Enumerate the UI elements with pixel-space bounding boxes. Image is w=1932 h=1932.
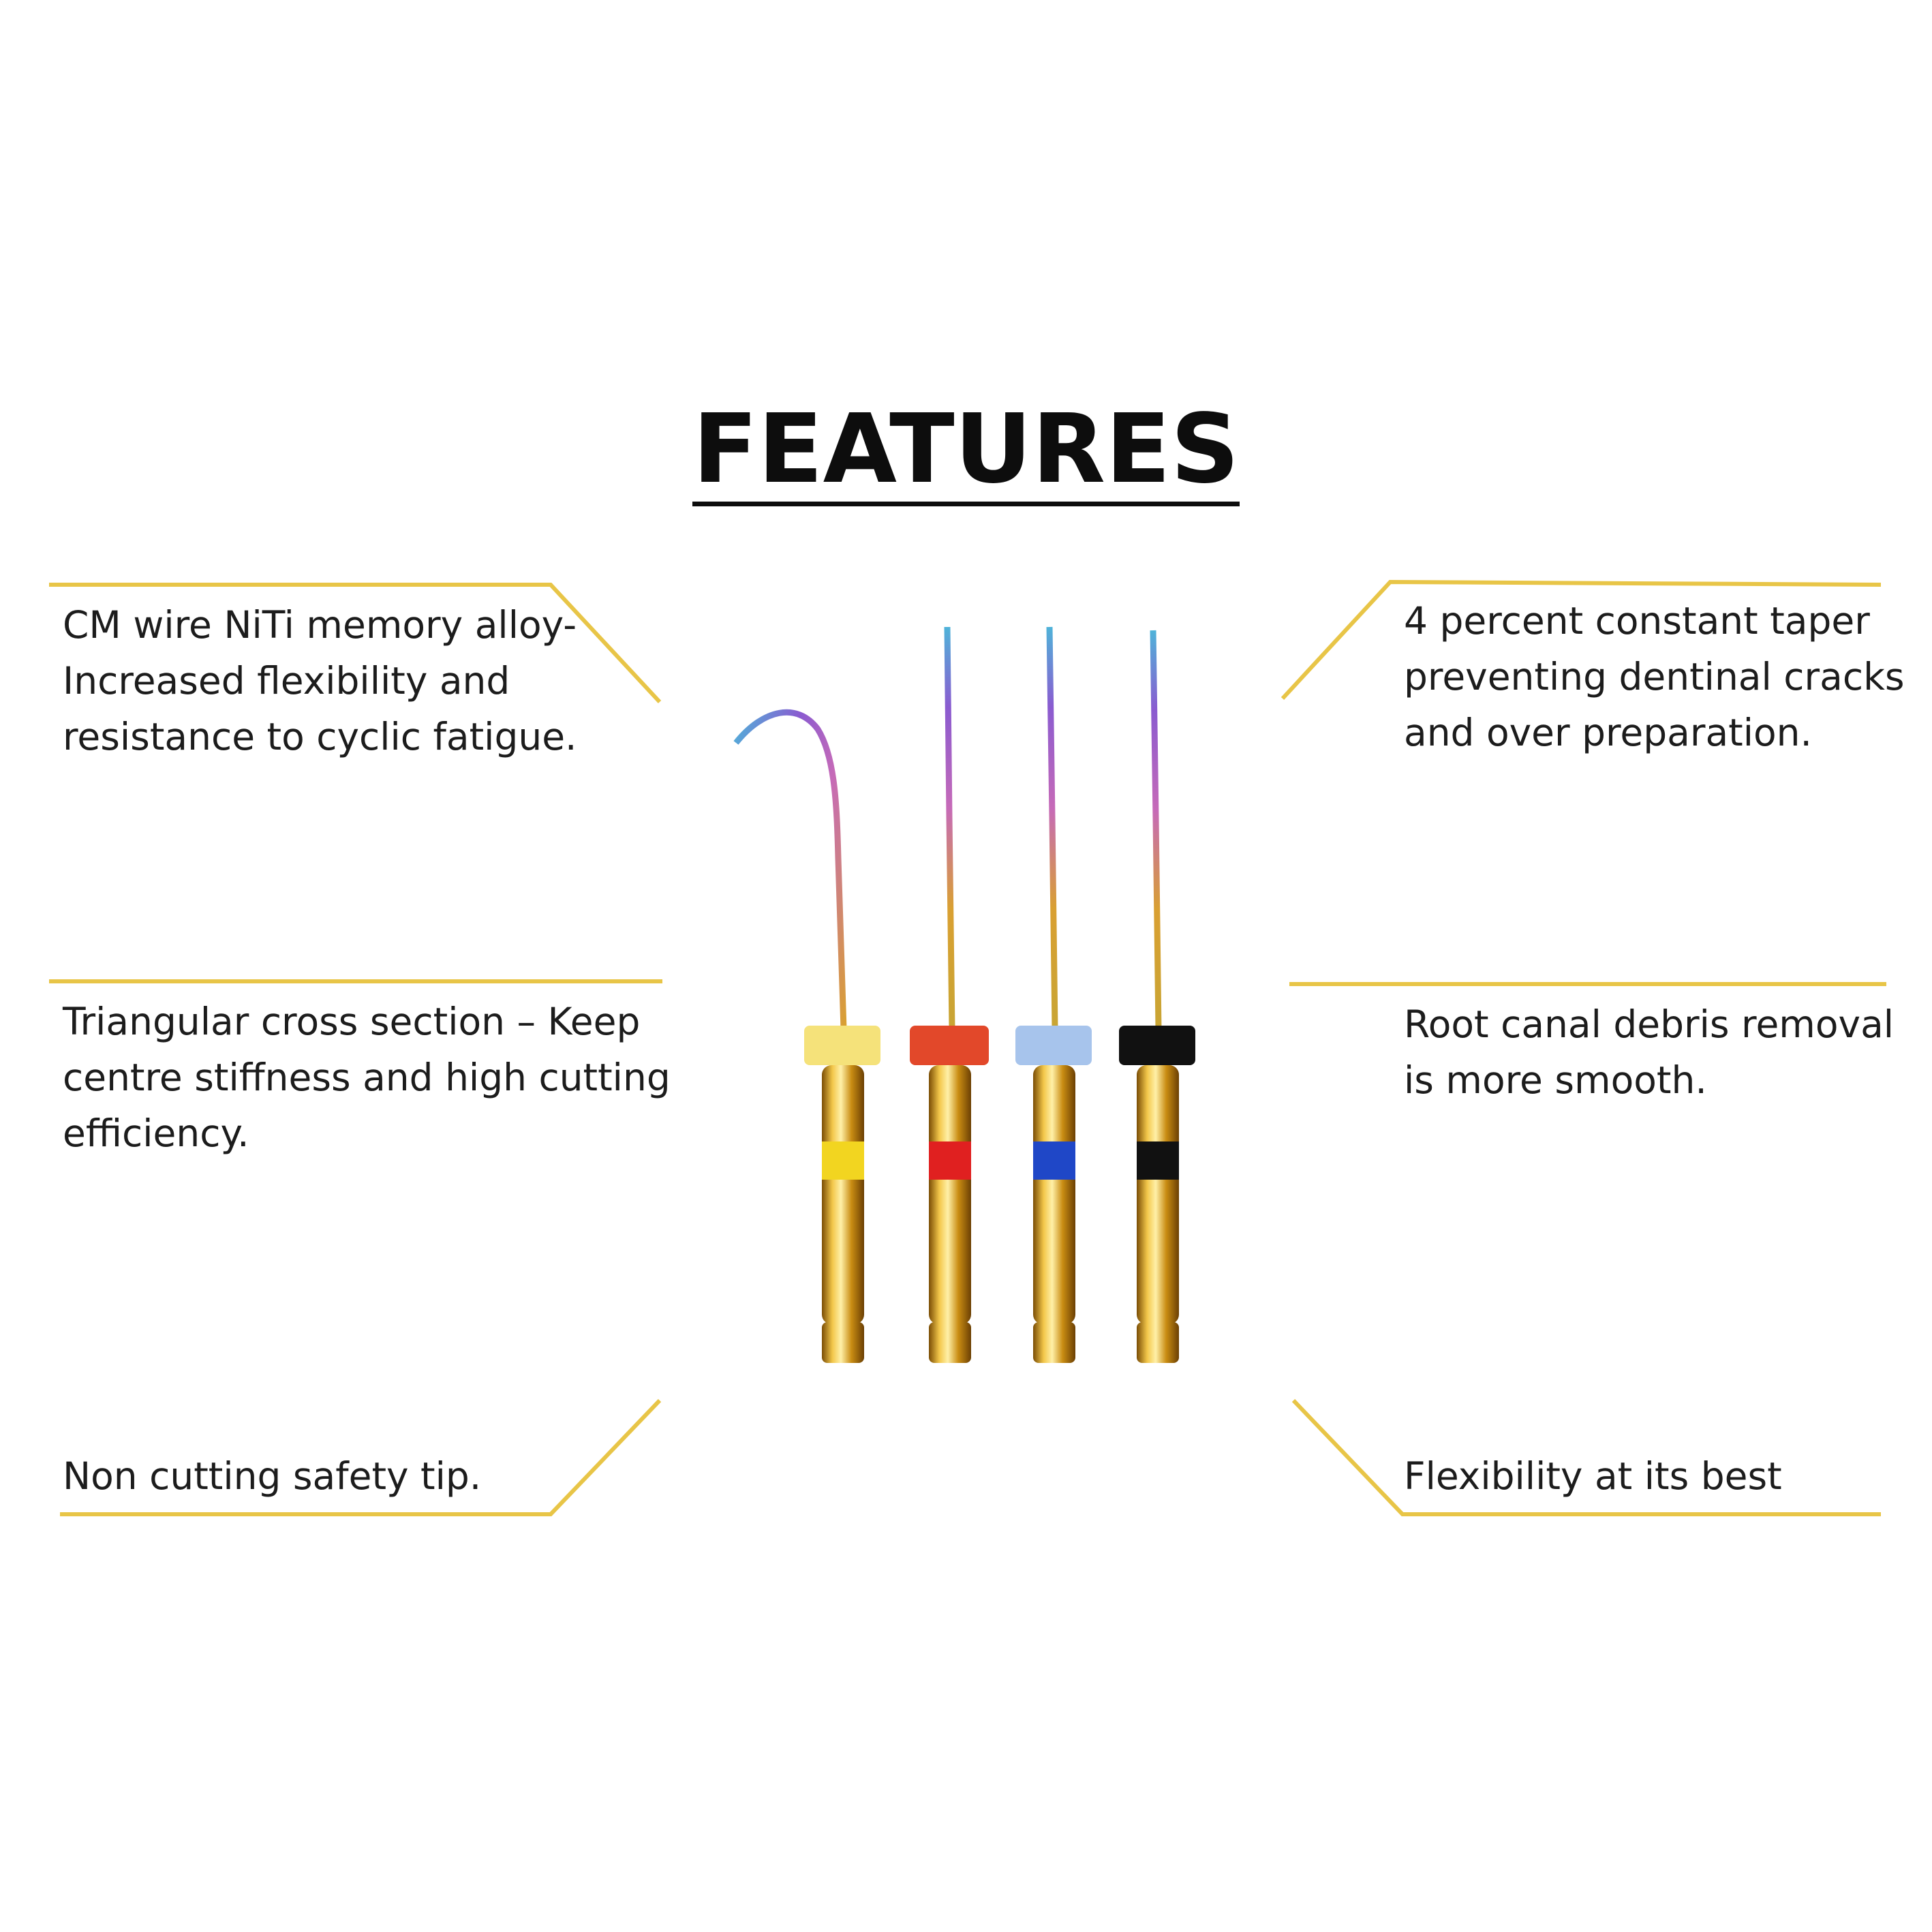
file-color-band: [1137, 1141, 1179, 1180]
red-file: [910, 626, 989, 1363]
feature-line: Non cutting safety tip.: [63, 1454, 482, 1498]
file-shank: [1033, 1065, 1075, 1324]
file-shank: [822, 1065, 864, 1324]
accent-line-top-right: [1281, 579, 1882, 701]
feature-line: 4 percent constant taper: [1404, 599, 1870, 643]
feature-line: is more smooth.: [1404, 1058, 1707, 1102]
file-twisted-blade: [1046, 626, 1058, 1030]
feature-line: centre stiffness and high cutting: [63, 1056, 671, 1099]
feature-line: and over preparation.: [1404, 711, 1813, 754]
feature-constant-taper: 4 percent constant taper preventing dent…: [1404, 593, 1905, 761]
file-latch: [1033, 1322, 1075, 1363]
feature-line: efficiency.: [63, 1111, 249, 1155]
feature-flexibility-best: Flexibility at its best: [1404, 1448, 1782, 1504]
file-handle-cap: [804, 1026, 880, 1065]
feature-line: Increased flexibility and: [63, 659, 510, 703]
blue-file: [1015, 626, 1092, 1363]
file-twisted-blade: [1150, 630, 1162, 1030]
feature-line: Root canal debris removal: [1404, 1002, 1895, 1046]
feature-line: preventing dentinal cracks: [1404, 655, 1905, 699]
file-color-band: [929, 1141, 971, 1180]
page-title: FEATURES: [0, 402, 1932, 506]
file-latch: [1137, 1322, 1179, 1363]
feature-line: Triangular cross section – Keep: [63, 1000, 641, 1043]
endodontic-files-image: [733, 626, 1195, 1363]
black-file: [1119, 630, 1195, 1363]
file-color-band: [1033, 1141, 1075, 1180]
accent-line-bottom-right: [1291, 1398, 1881, 1516]
file-latch: [929, 1322, 971, 1363]
feature-cross-section: Triangular cross section – Keep centre s…: [63, 994, 671, 1161]
file-twisted-blade: [944, 626, 955, 1030]
yellow-file: [733, 709, 880, 1363]
file-handle-cap: [910, 1026, 989, 1065]
feature-flexibility-alloy: CM wire NiTi memory alloy- Increased fle…: [63, 597, 577, 765]
file-handle-cap: [1015, 1026, 1092, 1065]
file-handle-cap: [1119, 1026, 1195, 1065]
feature-line: CM wire NiTi memory alloy-: [63, 603, 577, 647]
feature-safety-tip: Non cutting safety tip.: [63, 1448, 481, 1504]
file-color-band: [822, 1141, 864, 1180]
accent-line-top-left: [49, 583, 662, 704]
accent-line-bottom-left: [60, 1398, 662, 1516]
page-title-text: FEATURES: [692, 394, 1240, 506]
file-latch: [822, 1322, 864, 1363]
feature-line: resistance to cyclic fatigue.: [63, 715, 577, 758]
feature-line: Flexibility at its best: [1404, 1454, 1782, 1498]
file-shank: [929, 1065, 971, 1324]
file-shank: [1137, 1065, 1179, 1324]
feature-debris-removal: Root canal debris removal is more smooth…: [1404, 996, 1894, 1108]
file-twisted-blade: [733, 709, 847, 1030]
